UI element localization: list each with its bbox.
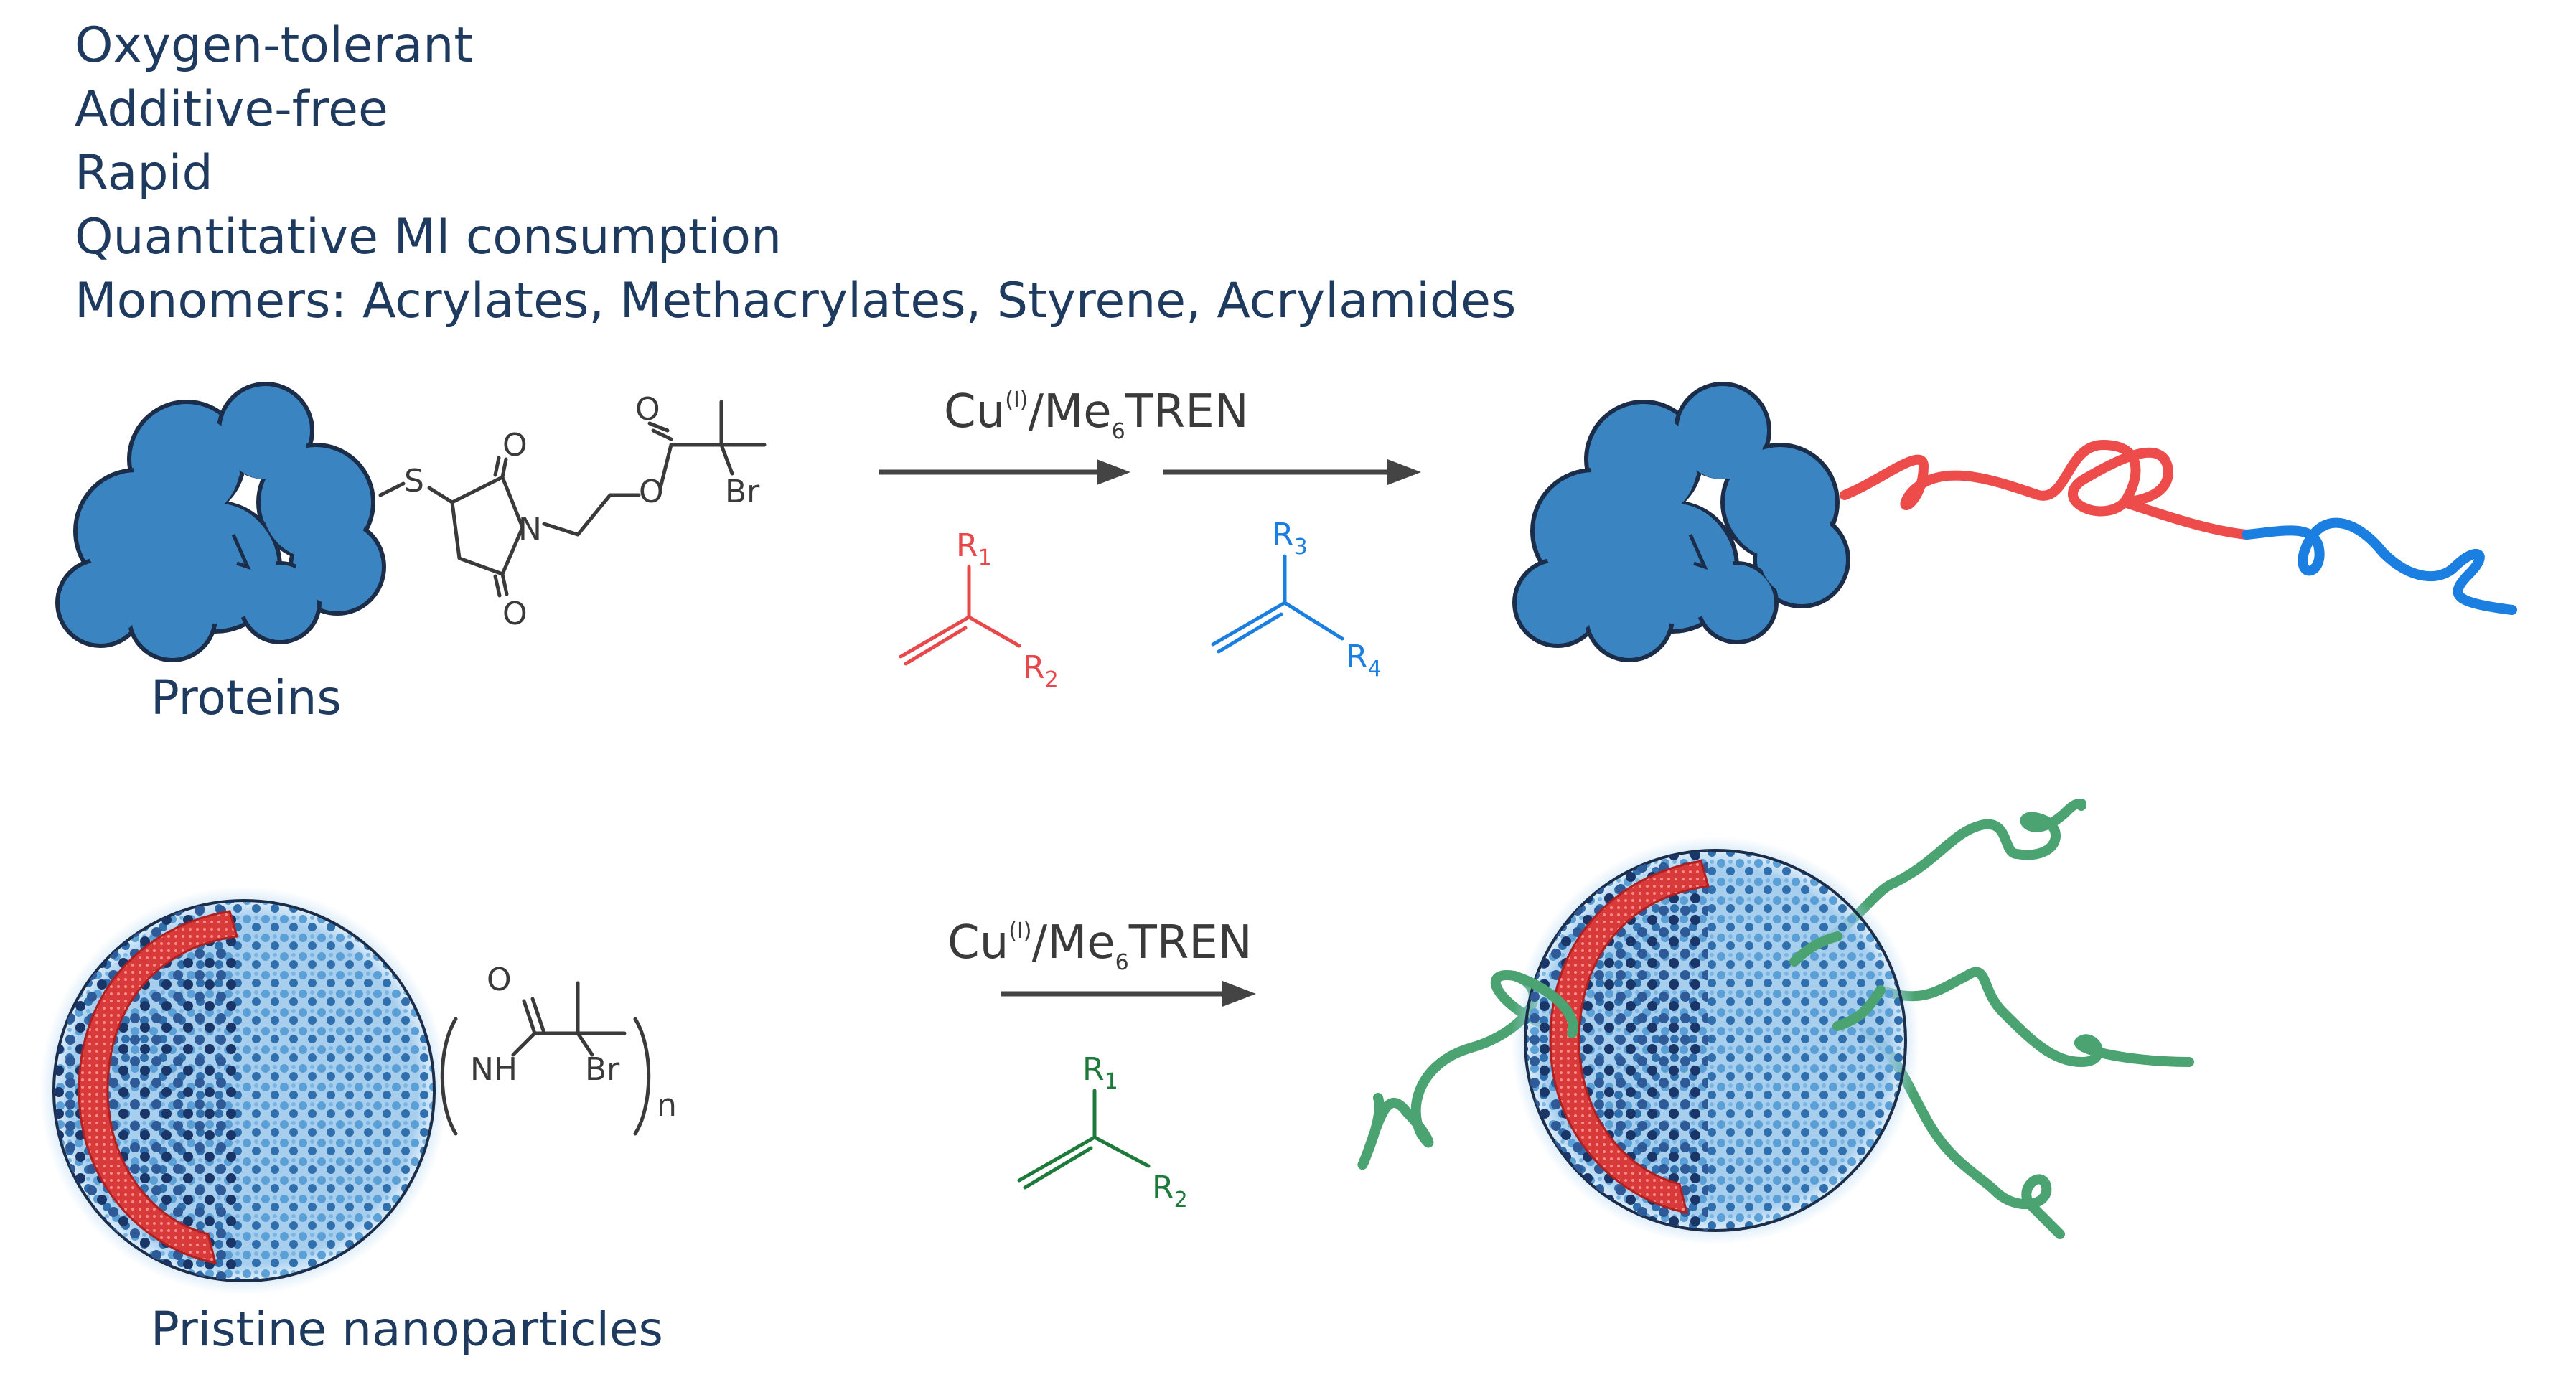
maleimide-initiator: S O N O O O Br — [378, 391, 767, 632]
monomer-3-r1: R1 — [1082, 1051, 1118, 1094]
label-nanoparticles: Pristine nanoparticles — [151, 1302, 663, 1357]
protein-blob-fill — [66, 396, 379, 652]
highlight-additive-free: Additive-free — [75, 81, 388, 138]
monomer-2-r3: R3 — [1272, 517, 1308, 560]
monomer-2-r4: R4 — [1346, 639, 1382, 682]
highlight-monomers: Monomers: Acrylates, Methacrylates, Styr… — [75, 273, 1516, 329]
highlight-oxygen-tolerant: Oxygen-tolerant — [75, 17, 473, 74]
atom-oxygen-3: O — [639, 474, 664, 510]
monomer-1 — [899, 565, 1021, 666]
product-nanoparticle-shell — [1549, 860, 1710, 1214]
monomer-1-r2: R2 — [1023, 649, 1059, 692]
atom-nitrogen: N — [518, 511, 542, 547]
protein-fold-line — [231, 533, 251, 570]
polymer-green-chains — [1357, 799, 2194, 1239]
top-conditions: Cu(I)/Me6TREN — [944, 385, 1249, 444]
atom-bromine-2: Br — [585, 1051, 620, 1088]
atom-oxygen-2: O — [502, 596, 528, 632]
atom-oxygen-5: O — [487, 962, 512, 998]
atom-subscript-n: n — [657, 1087, 677, 1124]
label-proteins: Proteins — [151, 670, 342, 725]
nanoparticle-product — [1511, 836, 1920, 1245]
top-arrow-2 — [1163, 459, 1421, 485]
highlights-list: Oxygen-tolerant Additive-free Rapid Quan… — [75, 17, 1516, 329]
monomer-3 — [1017, 1089, 1151, 1190]
highlight-rapid: Rapid — [75, 145, 213, 202]
atom-oxygen-1: O — [502, 427, 528, 464]
highlight-mi-consumption: Quantitative MI consumption — [75, 209, 782, 265]
top-arrow-1 — [879, 459, 1130, 485]
atom-oxygen-4: O — [635, 391, 660, 428]
monomer-2 — [1211, 554, 1344, 654]
bottom-arrow — [1001, 981, 1256, 1007]
atom-bromine: Br — [725, 474, 760, 510]
amide-initiator: NH O Br n — [440, 962, 677, 1136]
nanoparticle-shell — [78, 910, 238, 1264]
polymer-red-block — [1840, 439, 2252, 540]
nanoparticle-start — [39, 886, 449, 1295]
polymer-blue-block — [2242, 517, 2517, 615]
monomer-1-r1: R1 — [956, 527, 992, 570]
bottom-conditions: Cu(I)/Me6TREN — [947, 916, 1252, 975]
product-protein-fill — [1523, 396, 1843, 652]
atom-sulfur: S — [404, 463, 424, 499]
atom-nh: NH — [470, 1051, 517, 1088]
product-fold-line — [1688, 533, 1708, 570]
polymer-green-overlay — [1509, 931, 1886, 1038]
monomer-3-r2: R2 — [1152, 1170, 1188, 1213]
